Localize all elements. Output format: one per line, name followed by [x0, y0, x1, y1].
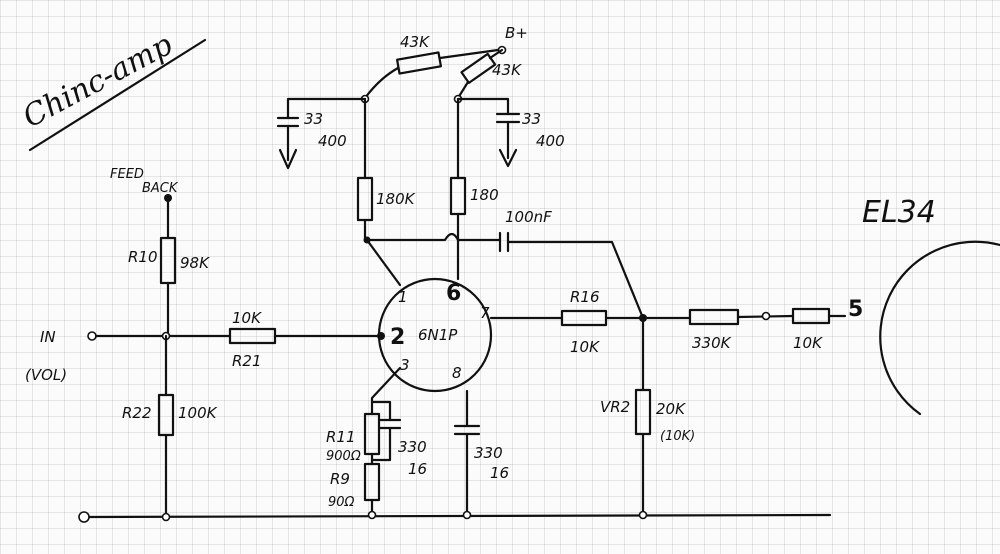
plate-right-value: 180 [470, 186, 499, 204]
cathode-cap-value-2: 16 [408, 460, 427, 478]
schematic-title: Chinc-amp [17, 27, 178, 135]
cathode-cap-value-1: 330 [398, 438, 427, 456]
tube-el34 [879, 240, 1000, 416]
r22-label: R22 [122, 404, 152, 422]
r10-label: R10 [128, 248, 158, 266]
r11-value: 900Ω [326, 449, 361, 464]
right-cap-value-1: 33 [522, 110, 541, 128]
r10-value: 98K [180, 254, 210, 272]
input-label: IN [40, 328, 56, 346]
tube-pin-8: 8 [452, 364, 462, 382]
tube-pin-2: 2 [390, 325, 405, 350]
ground-terminal [78, 511, 90, 523]
r22-ground-node [161, 512, 171, 522]
r16-resistor [560, 309, 608, 327]
pin8-cap-value-2: 16 [490, 464, 509, 482]
r21-value: 10K [232, 309, 262, 327]
r22-resistor [157, 393, 175, 437]
coupling-cap-value: 100nF [505, 208, 552, 226]
r11-resistor [363, 412, 381, 456]
r11-label: R11 [326, 428, 356, 446]
ground-rail [86, 513, 832, 519]
left-cap-value-2: 400 [318, 132, 347, 150]
r-330k-value: 330K [692, 334, 732, 352]
r-330k-resistor [688, 308, 740, 326]
r-43k-right-value: 43K [492, 61, 522, 79]
grid-node [377, 332, 385, 340]
r-43k-right [460, 52, 497, 85]
vr2-label: VR2 [600, 398, 630, 416]
tube-pin-7: 7 [480, 304, 490, 322]
series-node [761, 311, 771, 321]
left-supply-wire-2 [438, 48, 500, 60]
b-plus-label: B+ [505, 24, 528, 42]
r16-label: R16 [570, 288, 600, 306]
left-ground-arrow [278, 148, 298, 170]
r9-resistor [363, 462, 381, 502]
title-underline [28, 38, 207, 152]
r-43k-left-value: 43K [400, 33, 430, 51]
tube-label: 6N1P [418, 326, 458, 344]
r21-resistor [228, 327, 277, 345]
plate-to-pin1-wire [365, 238, 402, 287]
left-cap-value-1: 33 [304, 110, 323, 128]
cathode-cap-wire [370, 400, 392, 422]
r-43k-left [396, 51, 442, 75]
vr2-value: 20K [656, 400, 686, 418]
input-vol-label: (VOL) [25, 366, 67, 384]
right-cap-wire [456, 97, 510, 116]
pin8-cap-value-1: 330 [474, 444, 503, 462]
output-tube-label: EL34 [862, 195, 936, 230]
crossover-wire [365, 232, 502, 242]
r22-value: 100K [178, 404, 218, 422]
pin8-ground-node [462, 510, 472, 520]
left-supply-wire [363, 66, 400, 100]
r-10k-resistor [791, 307, 831, 325]
vr2-resistor [634, 388, 652, 436]
tube-pin-6: 6 [446, 281, 461, 306]
right-ground-arrow [498, 148, 518, 168]
coupling-cap-wire [506, 240, 645, 320]
feedback-label-1: FEED [110, 167, 144, 182]
input-terminal [87, 331, 97, 341]
output-tube-pin-5: 5 [848, 297, 863, 322]
r10-resistor [159, 236, 177, 285]
plate-resistor-left [356, 176, 374, 222]
plate-resistor-right [449, 176, 467, 216]
r16-value: 10K [570, 338, 600, 356]
right-cap-value-2: 400 [536, 132, 565, 150]
r9-label: R9 [330, 470, 350, 488]
r9-value: 90Ω [328, 495, 355, 510]
cathode-wire [370, 366, 402, 416]
cathode-cap-return [370, 426, 392, 462]
vr2-ground-node [638, 510, 648, 520]
r-10k-value: 10K [793, 334, 823, 352]
left-cap-wire [286, 97, 367, 120]
cathode-ground-node [367, 510, 377, 520]
right-supply-wire [488, 48, 504, 60]
vr2-alt-value: (10K) [660, 429, 695, 444]
feedback-label-2: BACK [142, 181, 179, 196]
r21-label: R21 [232, 352, 262, 370]
plate-left-value: 180K [376, 190, 416, 208]
tube-pin-1: 1 [398, 288, 408, 306]
tube-pin-3: 3 [400, 356, 410, 374]
